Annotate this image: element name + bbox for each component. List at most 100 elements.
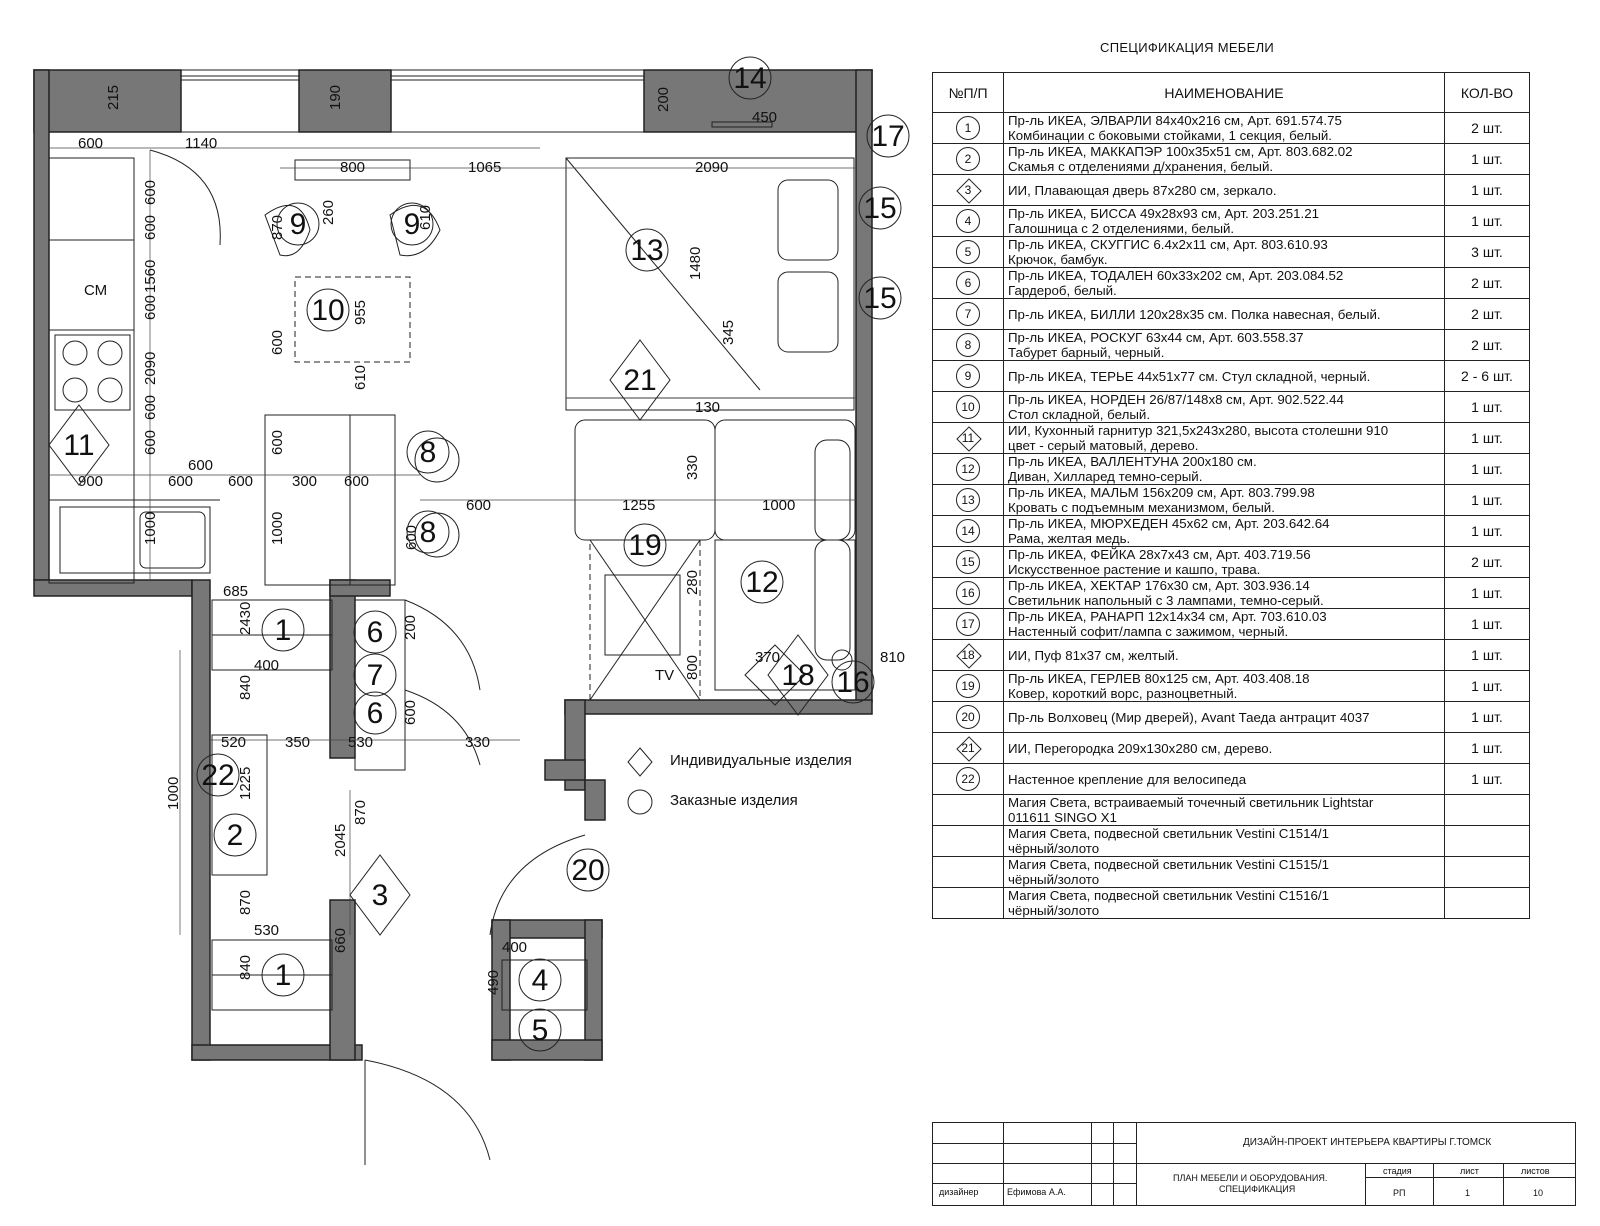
plan-circle-marker-icon — [858, 276, 902, 320]
legend-individual: Индивидуальные изделия — [670, 752, 852, 769]
plan-marker-label: 1 — [275, 614, 292, 647]
plan-marker-label: 22 — [201, 759, 234, 792]
dimension-label: 350 — [285, 734, 310, 751]
plan-marker-label: 15 — [863, 192, 896, 225]
spec-row-qty — [1444, 887, 1530, 919]
stamp-sheet: 1 — [1465, 1188, 1471, 1198]
spec-row-num: 19 — [932, 670, 1004, 702]
dimension-label: 600 — [142, 295, 159, 320]
dimension-label: 600 — [188, 457, 213, 474]
dimension-label: 2430 — [237, 602, 254, 635]
dimension-label: 2045 — [332, 824, 349, 857]
header-num: №П/П — [932, 72, 1004, 113]
dimension-label: 450 — [752, 109, 777, 126]
dimension-label: 1065 — [468, 159, 501, 176]
spec-row-qty: 1 шт. — [1444, 577, 1530, 609]
spec-row-num: 11 — [932, 422, 1004, 454]
spec-row-num: 4 — [932, 205, 1004, 237]
circle-marker-icon: 13 — [956, 488, 980, 512]
stamp-designer: Ефимова А.А. — [1007, 1187, 1066, 1197]
spec-row-num: 3 — [932, 174, 1004, 206]
dimension-label: 870 — [237, 890, 254, 915]
spec-row-qty: 1 шт. — [1444, 391, 1530, 423]
dimension-label: 130 — [695, 399, 720, 416]
circle-marker-icon: 17 — [956, 612, 980, 636]
dimension-label: 600 — [142, 395, 159, 420]
dimension-label: 2090 — [695, 159, 728, 176]
spec-row-name: Пр-ль ИКЕА, РОСКУГ 63х44 см, Арт. 603.55… — [1003, 329, 1445, 361]
plan-marker-label: 7 — [367, 659, 384, 692]
spec-row-num: 6 — [932, 267, 1004, 299]
dimension-label: 1000 — [142, 512, 159, 545]
plan-marker-label: 18 — [781, 659, 814, 692]
spec-row: Магия Света, подвесной светильник Vestin… — [932, 856, 1530, 888]
plan-marker-label: 17 — [871, 120, 904, 153]
spec-row-name: Пр-ль ИКЕА, НОРДЕН 26/87/148х8 см, Арт. … — [1003, 391, 1445, 423]
dimension-label: 600 — [142, 430, 159, 455]
legend-diamond-icon — [627, 747, 653, 777]
dimension-label: 1140 — [185, 135, 217, 152]
plan-marker-label: 8 — [420, 516, 437, 549]
spec-row-qty: 2 шт. — [1444, 546, 1530, 578]
dimension-label: 260 — [320, 200, 337, 225]
stamp-sheet-title-1: ПЛАН МЕБЕЛИ И ОБОРУДОВАНИЯ. — [1173, 1173, 1328, 1183]
dimension-label: 2090 — [142, 352, 159, 385]
plan-marker-label: 8 — [420, 436, 437, 469]
spec-row-num: 2 — [932, 143, 1004, 175]
dimension-label: 870 — [352, 800, 369, 825]
stamp-role: дизайнер — [939, 1187, 979, 1197]
plan-marker-label: 1 — [275, 959, 292, 992]
item-markers — [48, 56, 910, 1052]
tv-label: TV — [655, 667, 674, 684]
spec-row-qty: 2 - 6 шт. — [1444, 360, 1530, 392]
plan-marker-label: 2 — [227, 819, 244, 852]
plan-circle-marker-icon — [518, 1008, 562, 1052]
plan-circle-marker-icon — [353, 610, 397, 654]
dimension-label: 800 — [340, 159, 365, 176]
dimension-label: 1000 — [165, 777, 182, 810]
circle-marker-icon: 14 — [956, 519, 980, 543]
dimension-label: 600 — [78, 135, 103, 152]
stamp-sheet-title-2: СПЕЦИФИКАЦИЯ — [1219, 1184, 1296, 1194]
circle-marker-icon: 7 — [956, 302, 980, 326]
spec-row-qty: 1 шт. — [1444, 143, 1530, 175]
spec-row-name: Пр-ль ИКЕА, ВАЛЛЕНТУНА 200х180 см.Диван,… — [1003, 453, 1445, 485]
cm-label: СМ — [84, 282, 107, 299]
stamp-sheet-label: лист — [1460, 1166, 1479, 1176]
plan-circle-marker-icon — [306, 288, 350, 332]
dimension-label: 400 — [502, 939, 527, 956]
circle-marker-icon: 5 — [956, 240, 980, 264]
spec-row-name: Пр-ль ИКЕА, ТЕРЬЕ 44х51х77 см. Стул скла… — [1003, 360, 1445, 392]
spec-row-qty: 1 шт. — [1444, 422, 1530, 454]
circle-marker-icon: 10 — [956, 395, 980, 419]
spec-row-name: Магия Света, встраиваемый точечный свети… — [1003, 794, 1445, 826]
plan-marker-label: 5 — [532, 1014, 549, 1047]
dimension-label: 300 — [292, 473, 317, 490]
spec-row-qty — [1444, 856, 1530, 888]
plan-circle-marker-icon — [406, 430, 450, 474]
spec-row-name: ИИ, Пуф 81х37 см, желтый. — [1003, 639, 1445, 671]
spec-row-qty: 1 шт. — [1444, 484, 1530, 516]
title-block: ДИЗАЙН-ПРОЕКТ ИНТЕРЬЕРА КВАРТИРЫ Г.ТОМСК… — [932, 1122, 1576, 1206]
spec-row-num: 7 — [932, 298, 1004, 330]
spec-row-name: Пр-ль ИКЕА, МЮРХЕДЕН 45х62 см, Арт. 203.… — [1003, 515, 1445, 547]
spec-row: Магия Света, подвесной светильник Vestin… — [932, 825, 1530, 857]
spec-row-num: 21 — [932, 732, 1004, 764]
dimension-lines — [49, 147, 856, 935]
stamp-stage-label: стадия — [1383, 1166, 1412, 1176]
dimension-label: 1225 — [237, 767, 254, 800]
circle-marker-icon: 12 — [956, 457, 980, 481]
spec-row-num — [932, 794, 1004, 826]
plan-circle-marker-icon — [623, 523, 667, 567]
